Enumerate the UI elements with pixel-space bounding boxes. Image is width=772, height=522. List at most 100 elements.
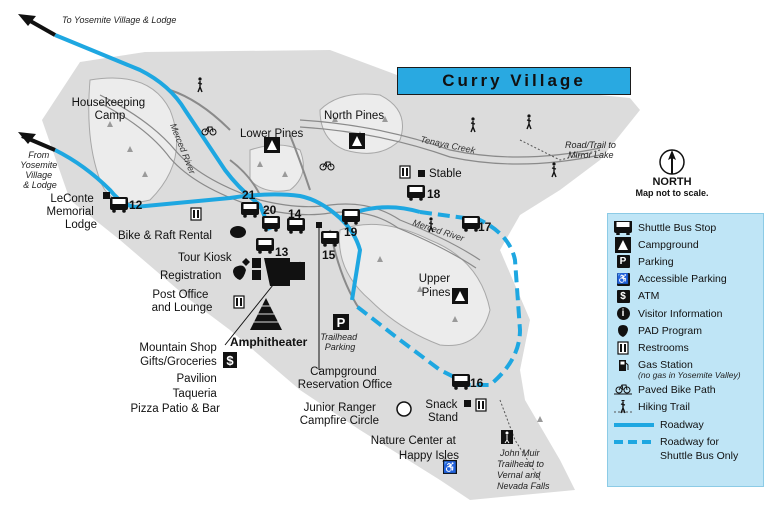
north-pines-label: North Pines <box>324 110 384 122</box>
lower-pines-campground-icon[interactable] <box>264 137 280 153</box>
post-office-restrooms-icon <box>233 295 245 309</box>
kiosk-building <box>252 258 261 268</box>
legend-shuttle-only-roadway: Roadway for <box>614 433 757 450</box>
leconte-building-icon <box>103 192 110 199</box>
svg-text:P: P <box>337 315 346 330</box>
restrooms-icon <box>614 341 632 355</box>
registration-label: Registration <box>160 270 221 282</box>
legend-shuttle-only-roadway-2: Shuttle Bus Only <box>660 450 739 463</box>
mountain-shop-label: Mountain Shop Gifts/Groceries Pavilion T… <box>131 342 221 415</box>
shuttle-stop-20[interactable]: 20 <box>262 203 280 232</box>
nature-center-label: Nature Center at Happy Isles <box>371 435 459 462</box>
map-title: Curry Village <box>442 71 586 90</box>
shuttle-stop-18[interactable]: 18 <box>407 185 441 201</box>
stable-restrooms-icon <box>399 165 411 179</box>
north-arrow-icon <box>659 149 685 175</box>
svg-text:20: 20 <box>263 203 277 217</box>
trailhead-parking-icon[interactable]: P <box>333 314 349 330</box>
shuttle-bus-stop-icon <box>614 220 632 235</box>
junior-ranger-label: Junior Ranger Campfire Circle <box>300 402 379 427</box>
legend-accessible-parking: ♿ Accessible Parking <box>614 271 757 288</box>
minor-roads <box>169 89 361 311</box>
john-muir-hiker-icon <box>501 430 513 444</box>
atm-icon[interactable]: $ <box>223 352 237 368</box>
upper-pines-area <box>338 223 491 347</box>
stable-building-icon <box>418 170 425 177</box>
hiking-trail-icon <box>614 400 632 415</box>
restrooms-icon <box>190 207 202 221</box>
svg-text:$: $ <box>226 353 234 368</box>
atm-icon: $ <box>614 289 632 303</box>
snack-building-icon <box>464 400 471 407</box>
legend-shuttle-bus-stop: Shuttle Bus Stop <box>614 219 757 236</box>
svg-text:19: 19 <box>344 225 358 239</box>
bike-raft-building <box>230 226 246 238</box>
registration-building <box>252 270 261 280</box>
bike-raft-rental-label: Bike & Raft Rental <box>118 230 212 242</box>
lower-pines-label: Lower Pines <box>240 128 304 140</box>
legend-visitor-information: i Visitor Information <box>614 305 757 322</box>
north-indicator: NORTH Map not to scale. <box>632 176 712 198</box>
stable-label: Stable <box>429 168 462 180</box>
upper-pines-campground-icon[interactable] <box>452 288 468 304</box>
tour-kiosk-marker <box>242 258 250 266</box>
shuttle-stop-12[interactable]: 12 <box>110 197 143 213</box>
tenaya-creek <box>299 119 601 158</box>
trailhead-parking-label: Trailhead Parking <box>320 332 359 352</box>
svg-text:♿: ♿ <box>443 461 457 474</box>
svg-text:14: 14 <box>288 207 302 221</box>
shuttle-stop-16[interactable]: 16 <box>452 374 484 390</box>
legend-restrooms: Restrooms <box>614 339 757 356</box>
shuttle-stop-19[interactable]: 19 <box>342 209 360 239</box>
map-title-banner: Curry Village <box>397 67 631 95</box>
svg-text:18: 18 <box>427 187 441 201</box>
snack-stand-restrooms-icon <box>475 398 487 412</box>
legend-gas-station: Gas Station <box>614 357 757 374</box>
gas-station-icon <box>614 358 632 372</box>
map-legend: Shuttle Bus Stop Campground P Parking ♿ … <box>607 213 764 487</box>
tour-kiosk-label: Tour Kiosk <box>178 252 232 264</box>
merced-river <box>99 94 481 261</box>
legend-gas-note: (no gas in Yosemite Valley) <box>638 369 741 380</box>
snack-stand-label: Snack Stand <box>425 399 460 424</box>
legend-roadway: Roadway <box>614 416 757 433</box>
shuttle-only-roadway-icon <box>614 435 654 449</box>
post-office-label: Post Office and Lounge <box>152 289 213 314</box>
legend-hiking-trail: Hiking Trail <box>614 399 757 416</box>
campground-office-label: Campground Reservation Office <box>298 366 392 391</box>
shuttle-only-loop <box>353 210 523 387</box>
campground-icon <box>614 236 632 253</box>
leconte-lodge-label: LeConte Memorial Lodge <box>47 193 98 231</box>
shuttle-stop-15[interactable]: 15 <box>321 231 339 262</box>
svg-text:13: 13 <box>275 245 289 259</box>
merced-river-bank <box>99 102 477 269</box>
paved-bike-path-icon <box>614 383 632 397</box>
north-pines-campground-icon[interactable] <box>349 133 365 149</box>
svg-text:17: 17 <box>478 220 492 234</box>
upper-pines-label: Upper Pines <box>419 273 454 299</box>
housekeeping-camp-label: Housekeeping Camp <box>72 97 149 122</box>
legend-pad-program: PAD Program <box>614 322 757 339</box>
hiking-trail <box>519 139 601 161</box>
direction-top-label: To Yosemite Village & Lodge <box>62 15 176 25</box>
shuttle-stop-21[interactable]: 21 <box>241 188 259 218</box>
shuttle-stop-17[interactable]: 17 <box>462 216 492 234</box>
campfire-circle-icon <box>396 401 412 417</box>
pad-program-icon <box>614 324 632 338</box>
svg-text:12: 12 <box>129 198 143 212</box>
roadway-icon <box>614 418 654 432</box>
svg-text:21: 21 <box>242 188 256 202</box>
arrow-head-top <box>18 14 36 26</box>
roadway-north <box>54 33 272 231</box>
svg-text:15: 15 <box>322 248 336 262</box>
tenaya-creek-bank <box>299 126 601 165</box>
shuttle-stop-13[interactable]: 13 <box>256 238 289 259</box>
pad-program-icon <box>233 265 246 280</box>
north-label: NORTH <box>652 176 692 188</box>
scale-note: Map not to scale. <box>635 188 709 198</box>
legend-atm: $ ATM <box>614 288 757 305</box>
direction-left-label: From Yosemite Village & Lodge <box>20 150 60 190</box>
accessible-parking-icon[interactable]: ♿ <box>443 460 457 474</box>
shuttle-stop-14[interactable]: 14 <box>287 207 305 234</box>
